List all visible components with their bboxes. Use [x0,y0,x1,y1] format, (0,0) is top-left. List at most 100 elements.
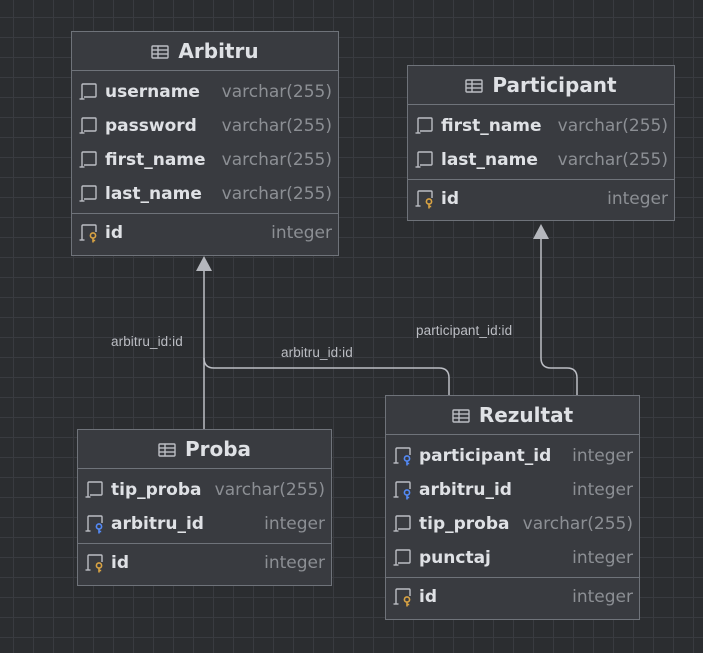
column-row[interactable]: password varchar(255) [72,109,338,143]
key-list: id integer [78,546,331,580]
column-name: first_name [441,116,542,136]
column-name: first_name [105,150,206,170]
column-type: integer [264,514,325,534]
key-separator [386,577,639,578]
table-header: Rezultat [386,396,639,435]
key-separator [78,543,331,544]
edge-rezultat-arbitru [203,357,450,396]
table-title: Proba [184,437,252,461]
edge-label-proba-arbitru: arbitru_id:id [111,334,183,349]
table-icon [158,442,176,457]
column-name: id [105,223,123,243]
column-type: integer [572,587,633,607]
column-row[interactable]: last_name varchar(255) [72,177,338,211]
table-header: Arbitru [72,32,338,71]
column-icon [392,514,414,534]
arrowhead-arbitru [196,256,212,271]
column-icon [78,184,100,204]
column-name: punctaj [419,548,491,568]
table-icon [465,78,484,93]
table-icon [452,408,470,423]
column-row[interactable]: id integer [72,216,338,250]
column-row[interactable]: username varchar(255) [72,75,338,109]
column-type: integer [271,223,332,243]
column-name: id [419,587,437,607]
column-type: varchar(255) [214,480,325,500]
table-title: Rezultat [478,403,574,427]
column-list: tip_proba varchar(255) arbitru_id integer [78,469,331,541]
foreign-key-icon [392,446,414,466]
column-icon [392,548,414,568]
column-row[interactable]: first_name varchar(255) [408,109,674,143]
column-icon [78,150,100,170]
edge-label-rezultat-arbitru: arbitru_id:id [281,345,353,360]
key-separator [408,179,674,180]
key-list: id integer [72,216,338,250]
foreign-key-icon [84,514,106,534]
column-name: last_name [441,150,538,170]
table-header: Proba [78,430,331,469]
column-name: tip_proba [419,514,510,534]
column-type: integer [572,548,633,568]
edge-rezultat-participant [540,236,578,396]
column-row[interactable]: punctaj integer [386,541,639,575]
column-type: integer [607,189,668,209]
edge-label-rezultat-participant: participant_id:id [416,323,513,338]
column-row[interactable]: first_name varchar(255) [72,143,338,177]
column-type: varchar(255) [221,116,332,136]
column-type: integer [572,446,633,466]
column-row[interactable]: id integer [408,182,674,216]
column-icon [414,116,436,136]
column-row[interactable]: id integer [78,546,331,580]
column-type: varchar(255) [522,514,633,534]
column-name: id [441,189,459,209]
column-icon [78,116,100,136]
column-row[interactable]: tip_proba varchar(255) [78,473,331,507]
column-type: varchar(255) [221,150,332,170]
column-list: username varchar(255) password varchar(255)… [72,71,338,211]
table-title: Participant [492,73,617,97]
column-name: participant_id [419,446,552,466]
column-name: id [111,553,129,573]
key-list: id integer [386,580,639,614]
column-list: first_name varchar(255) last_name varchar(2… [408,105,674,177]
column-name: password [105,116,197,136]
column-row[interactable]: id integer [386,580,639,614]
foreign-key-icon [392,480,414,500]
table-arbitru[interactable]: Arbitru username varchar(255) password varc… [71,31,339,256]
key-list: id integer [408,182,674,216]
column-name: tip_proba [111,480,202,500]
column-type: varchar(255) [221,82,332,102]
column-name: arbitru_id [419,480,512,500]
primary-key-icon [392,587,414,607]
column-type: varchar(255) [557,116,668,136]
column-row[interactable]: arbitru_id integer [386,473,639,507]
primary-key-icon [78,223,100,243]
column-type: integer [572,480,633,500]
arrowhead-participant [533,224,549,239]
column-icon [78,82,100,102]
column-row[interactable]: participant_id integer [386,439,639,473]
key-separator [72,213,338,214]
column-type: varchar(255) [221,184,332,204]
primary-key-icon [414,189,436,209]
column-row[interactable]: tip_proba varchar(255) [386,507,639,541]
column-icon [84,480,106,500]
column-icon [414,150,436,170]
column-name: last_name [105,184,202,204]
column-type: varchar(255) [557,150,668,170]
column-type: integer [264,553,325,573]
table-header: Participant [408,66,674,105]
column-name: arbitru_id [111,514,204,534]
table-icon [151,44,170,59]
column-row[interactable]: last_name varchar(255) [408,143,674,177]
column-row[interactable]: arbitru_id integer [78,507,331,541]
column-name: username [105,82,200,102]
table-title: Arbitru [178,39,259,63]
primary-key-icon [84,553,106,573]
